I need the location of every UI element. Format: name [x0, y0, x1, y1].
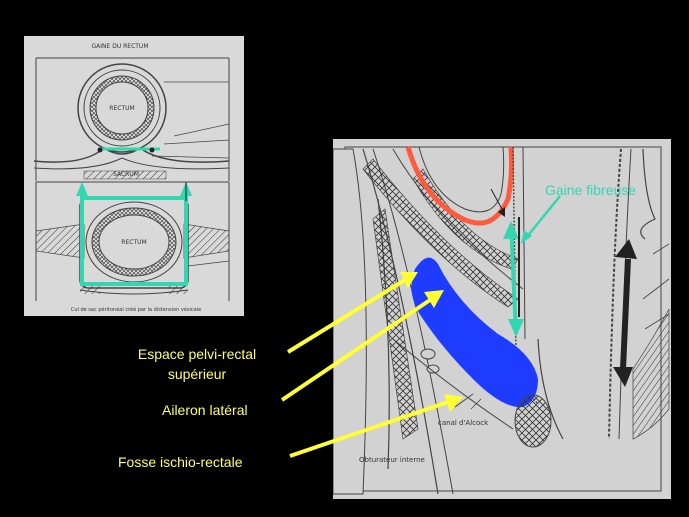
- sacrum-label: SACRUM: [113, 171, 139, 178]
- rectum-label-top: RECTUM: [109, 105, 134, 112]
- obturator-label: Obturateur interne: [359, 456, 425, 464]
- espace-line-1: Espace pelvi-rectal: [137, 346, 257, 362]
- rectum-label-bottom: RECTUM: [121, 239, 146, 246]
- left-title: GAINE DU RECTUM: [91, 43, 148, 50]
- aileron-lateral-label: Aileron latéral: [162, 402, 248, 418]
- espace-line-2: supérieur: [167, 366, 227, 382]
- espace-pelvi-rectal-label: Espace pelvi-rectal supérieur: [122, 344, 272, 384]
- rectal-sheath-diagram: GAINE DU RECTUM RECTUM SACRUM RECTUM Cul…: [24, 36, 244, 316]
- left-caption: Cul de sac péritonéal créé par la disten…: [71, 306, 201, 313]
- gaine-fibreuse-label: Gaine fibreuse: [545, 182, 637, 198]
- pelvic-section-diagram: canal d'Alcock Obturateur interne: [333, 139, 671, 499]
- canal-label: canal d'Alcock: [438, 419, 489, 427]
- fosse-ischio-rectale-label: Fosse ischio-rectale: [118, 454, 243, 470]
